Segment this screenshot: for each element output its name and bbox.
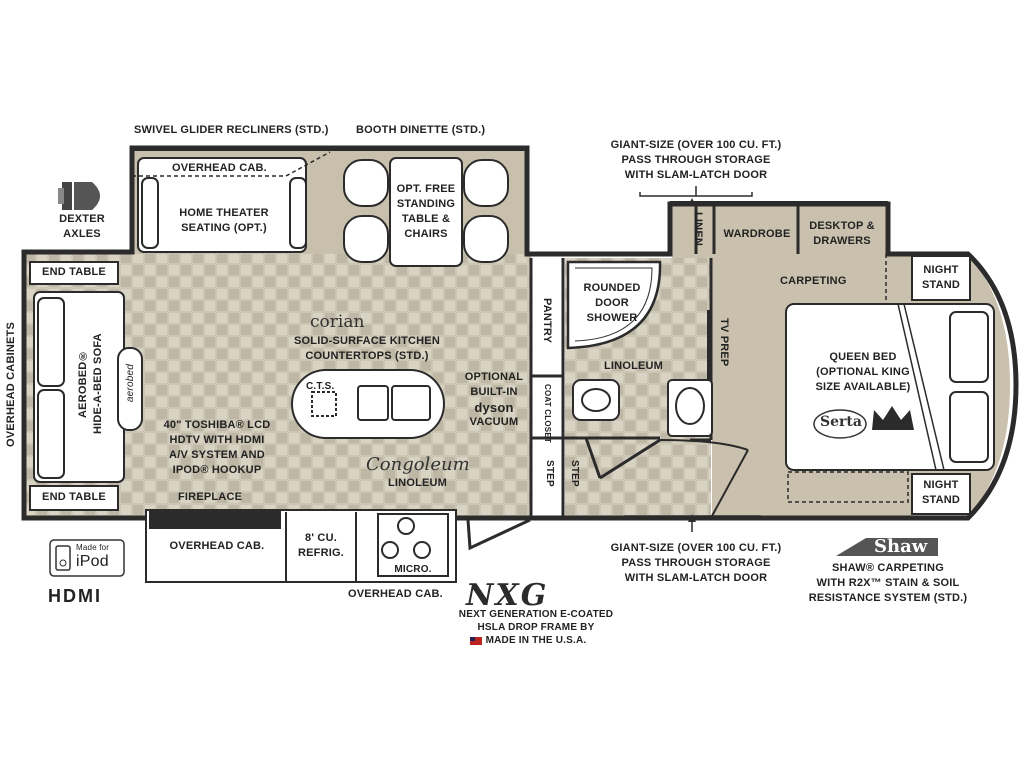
linoleum-kitchen-label: LINOLEUM [388, 477, 448, 489]
queen-bed-label: QUEEN BED (OPTIONAL KING SIZE AVAILABLE) [815, 351, 911, 393]
night-stand-top-label: NIGHT STAND [921, 264, 961, 291]
countertops-label: SOLID-SURFACE KITCHEN COUNTERTOPS (STD.) [294, 335, 440, 362]
night-stand-bottom-label: NIGHT STAND [921, 479, 961, 506]
coat-closet-label: COAT CLOSET [543, 384, 552, 443]
linen-label: LINEN [692, 212, 704, 246]
storage-top-label: GIANT-SIZE (OVER 100 CU. FT.) PASS THROU… [610, 139, 782, 181]
dinette-table-label: OPT. FREE STANDING TABLE & CHAIRS [396, 183, 456, 240]
overhead-cabinets-label: OVERHEAD CABINETS [5, 322, 17, 448]
usa-flag-icon [470, 637, 482, 645]
booth-dinette-label: BOOTH DINETTE (STD.) [356, 124, 486, 136]
overhead-cab-bottom-label: OVERHEAD CAB. [169, 540, 265, 552]
outer-wall [21, 145, 1019, 521]
step-label-2: STEP [569, 460, 580, 487]
end-table-top-label: END TABLE [42, 266, 106, 278]
ipod-badge-box [49, 539, 125, 577]
serta-crown-icon [872, 406, 914, 430]
step-label-1: STEP [544, 460, 555, 487]
hdmi-logo: HDMI [48, 586, 102, 606]
fireplace-shape [149, 511, 281, 529]
nxg-text: NEXT GENERATION E-COATED HSLA DROP FRAME… [458, 609, 614, 646]
end-table-top-shape [29, 261, 119, 285]
ipod-label: iPod [76, 553, 109, 570]
dexter-label: DEXTER AXLES [59, 213, 105, 240]
tv-prep-label: TV PREP [718, 318, 730, 367]
tv-label: 40" TOSHIBA® LCD HDTV WITH HDMI A/V SYST… [163, 419, 271, 476]
overhead-cab-top-label: OVERHEAD CAB. [172, 162, 267, 174]
wardrobe-label: WARDROBE [723, 228, 791, 240]
cts-label: C.T.S. [306, 381, 335, 392]
nxg-logo: NXG [466, 578, 549, 613]
shaw-logo-shape [836, 538, 938, 556]
storage-bottom-label: GIANT-SIZE (OVER 100 CU. FT.) PASS THROU… [610, 542, 782, 584]
home-theater-label: HOME THEATER SEATING (OPT.) [179, 207, 269, 234]
shaw-text: SHAW® CARPETING WITH R2X™ STAIN & SOIL R… [808, 562, 968, 604]
desktop-label: DESKTOP & DRAWERS [809, 220, 875, 247]
swivel-recliners-label: SWIVEL GLIDER RECLINERS (STD.) [134, 124, 329, 136]
bedroom-slideout-floor [672, 206, 886, 258]
end-table-bottom-shape [29, 485, 119, 511]
corian-logo: corian [310, 312, 365, 332]
congoleum-logo: Congoleum [366, 454, 470, 475]
linoleum-bath-label: LINOLEUM [604, 360, 664, 372]
vacuum-label: OPTIONAL BUILT-IN dyson VACUUM [464, 371, 524, 428]
overhead-cab-lower-label: OVERHEAD CAB. [348, 588, 443, 600]
shaw-logo: Shaw [874, 536, 928, 557]
fireplace-label: FIREPLACE [178, 491, 243, 503]
aerobed-logo: aerobed [125, 364, 136, 403]
dexter-logo [58, 182, 100, 210]
ipod-made-for: Made for [76, 543, 110, 552]
dinette-table-shape [389, 157, 463, 267]
micro-label: MICRO. [394, 564, 432, 575]
refrig-label: 8' CU. REFRIG. [297, 532, 344, 559]
pantry-label: PANTRY [541, 298, 553, 344]
sofa-label: AEROBED® HIDE-A-BED SOFA [77, 333, 104, 435]
carpeting-label: CARPETING [780, 275, 847, 287]
serta-logo: Serta [820, 414, 862, 430]
shower-label: ROUNDED DOOR SHOWER [583, 282, 641, 324]
end-table-bottom-label: END TABLE [42, 491, 106, 503]
